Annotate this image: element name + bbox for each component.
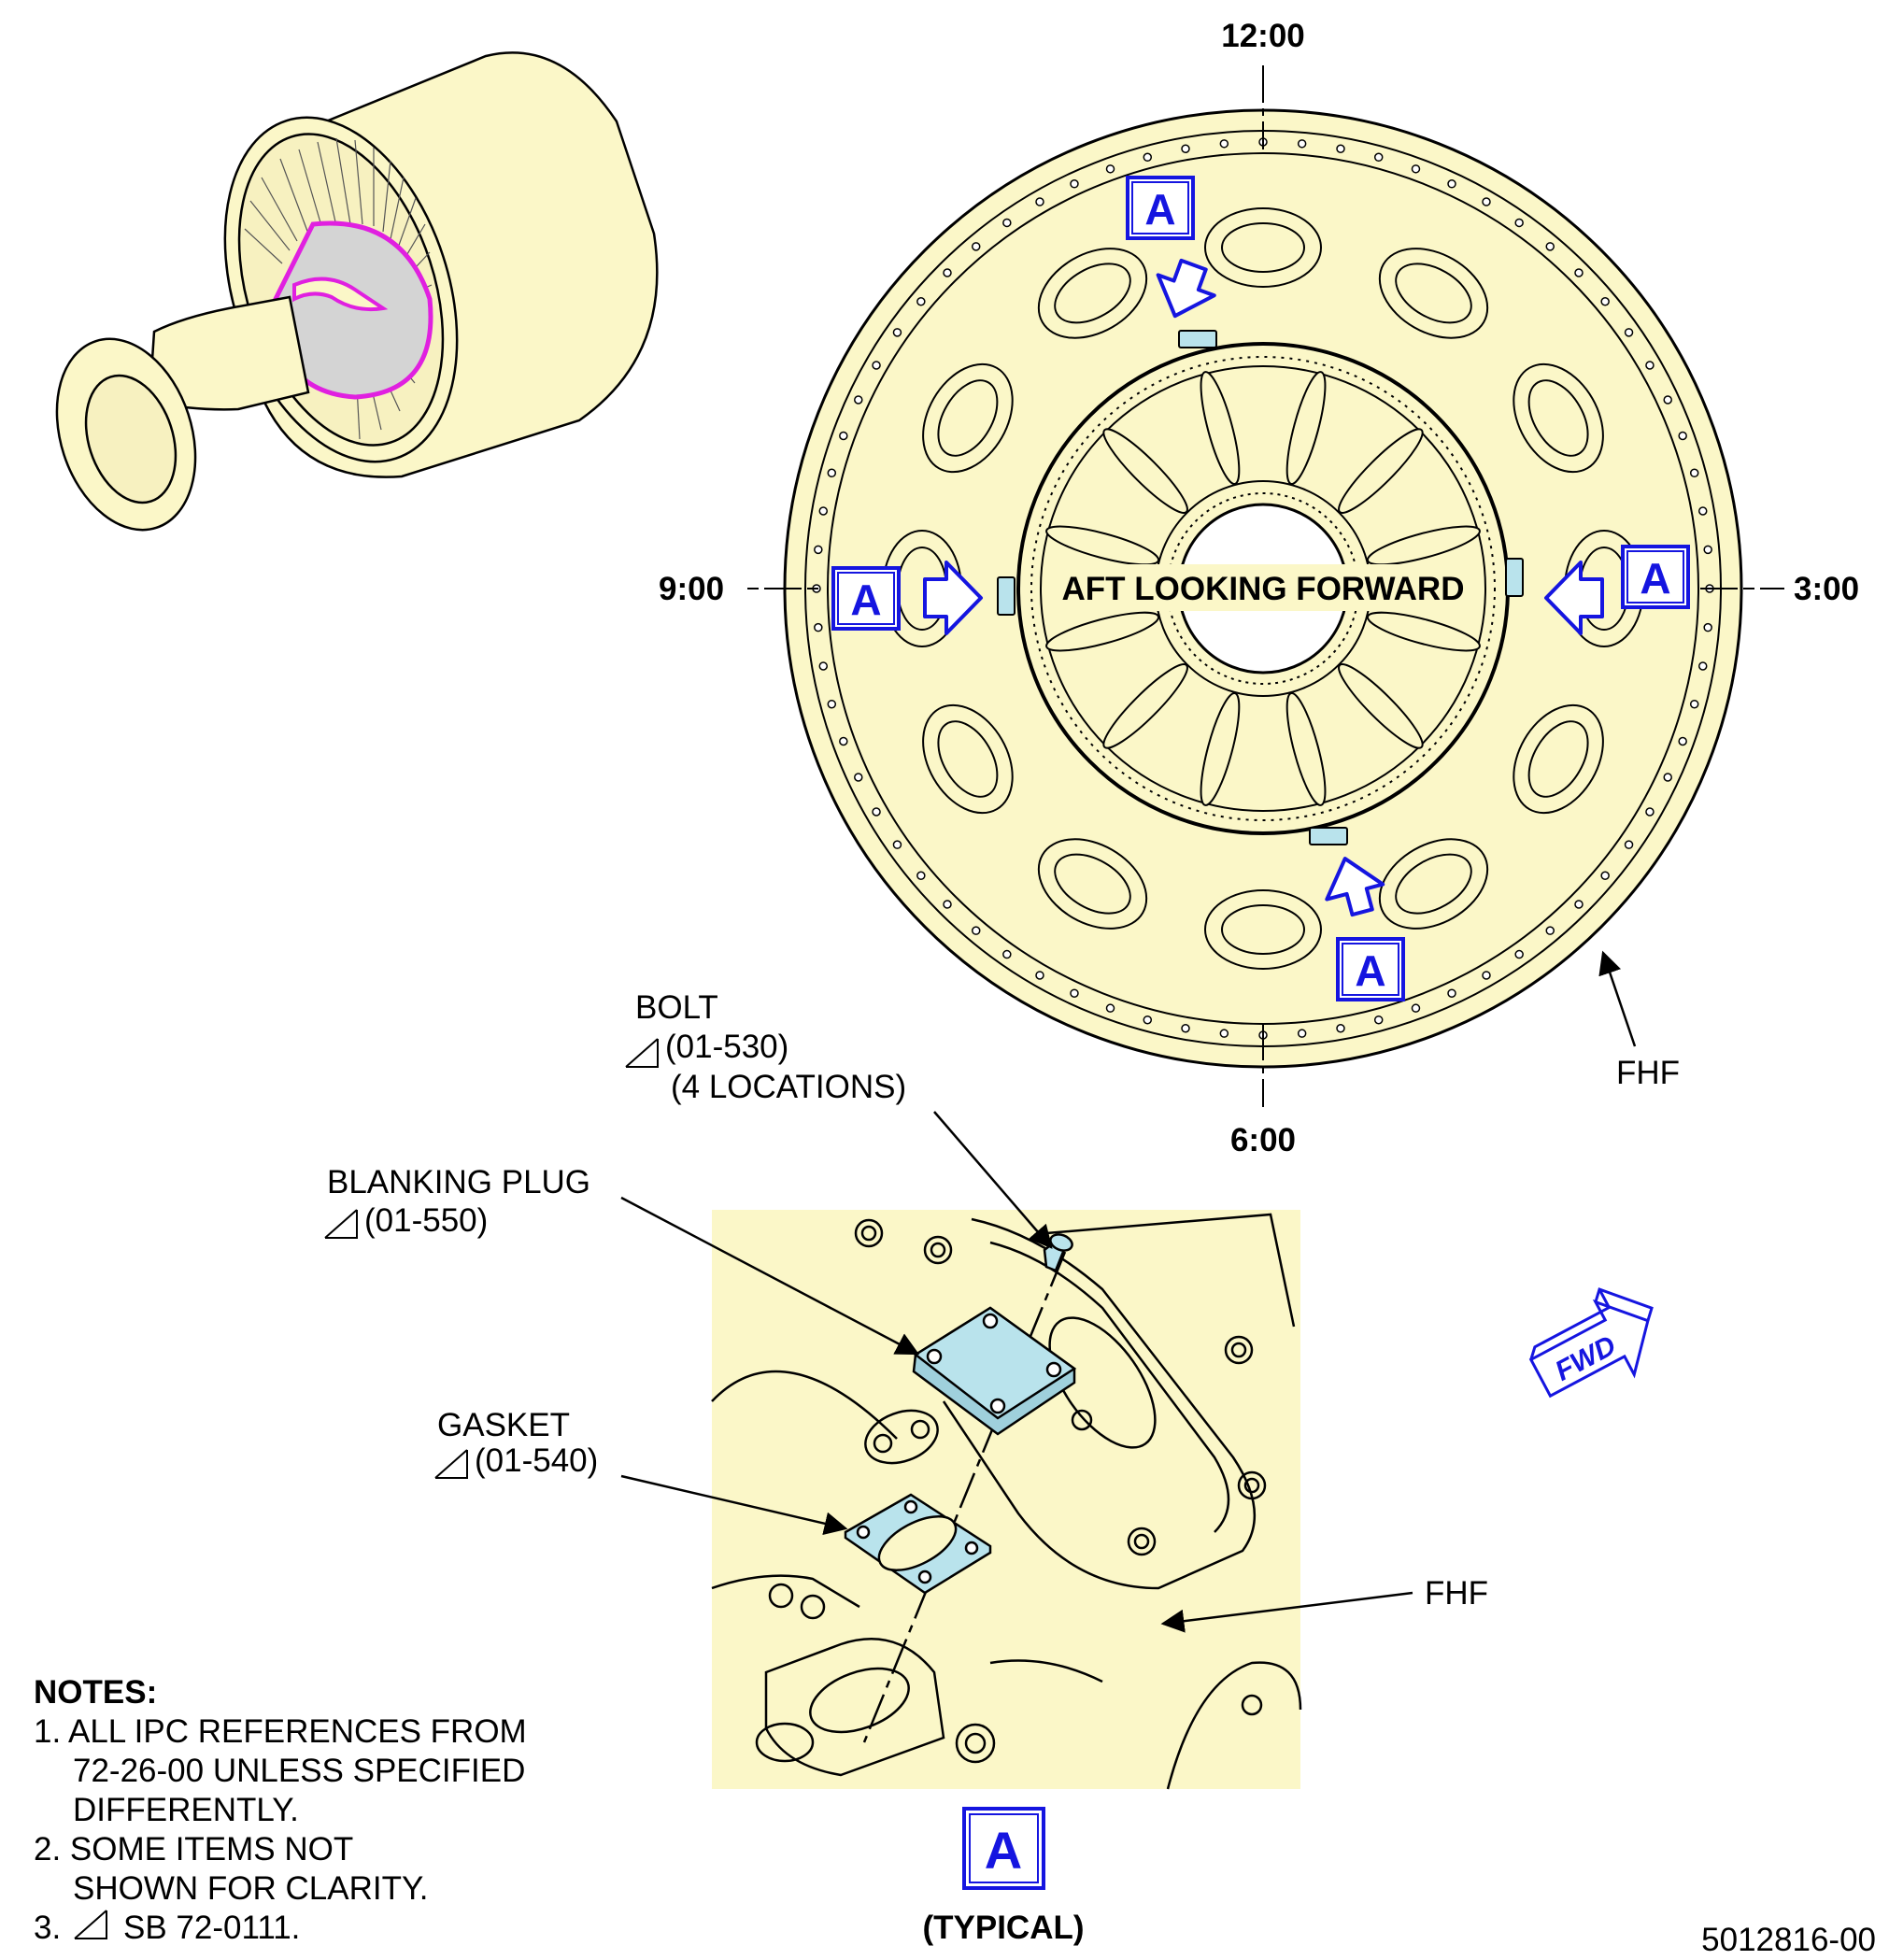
callout-a-top[interactable]: A <box>1126 176 1195 240</box>
figure-id: 5012816-00 <box>1701 1922 1876 1958</box>
note-1c: DIFFERENTLY. <box>73 1792 299 1828</box>
delta-plug <box>324 1209 358 1239</box>
bolt-name: BOLT <box>635 989 718 1026</box>
callout-a-bottom-label: A <box>1355 946 1385 995</box>
callout-a-top-label: A <box>1144 185 1175 234</box>
view-arrows <box>923 258 1604 917</box>
clock-3: 3:00 <box>1794 571 1859 607</box>
note-1b: 72-26-00 UNLESS SPECIFIED <box>73 1753 525 1789</box>
detail-a-callout: A <box>962 1807 1045 1890</box>
view-title: AFT LOOKING FORWARD <box>1062 571 1465 607</box>
detail-a-view <box>711 1210 1302 1790</box>
fwd-arrow: FWD <box>1528 1287 1654 1399</box>
fhf-label-main: FHF <box>1616 1055 1680 1091</box>
notes-title: NOTES: <box>34 1674 157 1711</box>
callout-a-left[interactable]: A <box>831 566 901 631</box>
note-2b: SHOWN FOR CLARITY. <box>73 1870 429 1907</box>
blanking-plug-name: BLANKING PLUG <box>327 1164 590 1200</box>
delta-gasket <box>434 1449 468 1479</box>
note-1a: 1. ALL IPC REFERENCES FROM <box>34 1713 527 1750</box>
callout-a-right[interactable]: A <box>1621 545 1690 609</box>
blanking-plug-ref: (01-550) <box>364 1202 488 1239</box>
detail-caption: (TYPICAL) <box>922 1910 1084 1946</box>
note-3-text: SB 72-0111. <box>123 1910 300 1946</box>
detail-a-letter: A <box>985 1821 1022 1880</box>
note-2a: 2. SOME ITEMS NOT <box>34 1831 353 1868</box>
clock-6: 6:00 <box>1230 1122 1296 1158</box>
callout-a-bottom[interactable]: A <box>1336 937 1405 1001</box>
plug-locations <box>997 330 1524 845</box>
gasket-name: GASKET <box>437 1407 570 1443</box>
note-3-number: 3. <box>34 1910 61 1946</box>
bolt-ref: (01-530) <box>665 1029 788 1065</box>
callout-a-left-label: A <box>850 575 881 624</box>
engine-locator-view <box>55 51 659 532</box>
clock-12: 12:00 <box>1221 18 1305 54</box>
gasket-ref: (01-540) <box>475 1442 598 1479</box>
bolt-qty: (4 LOCATIONS) <box>671 1069 906 1105</box>
fhf-label-detail: FHF <box>1425 1575 1488 1612</box>
clock-9: 9:00 <box>659 571 724 607</box>
delta-bolt <box>625 1038 659 1068</box>
callout-a-right-label: A <box>1640 554 1670 603</box>
clock-lines <box>747 65 1784 1107</box>
delta-note <box>74 1910 107 1939</box>
